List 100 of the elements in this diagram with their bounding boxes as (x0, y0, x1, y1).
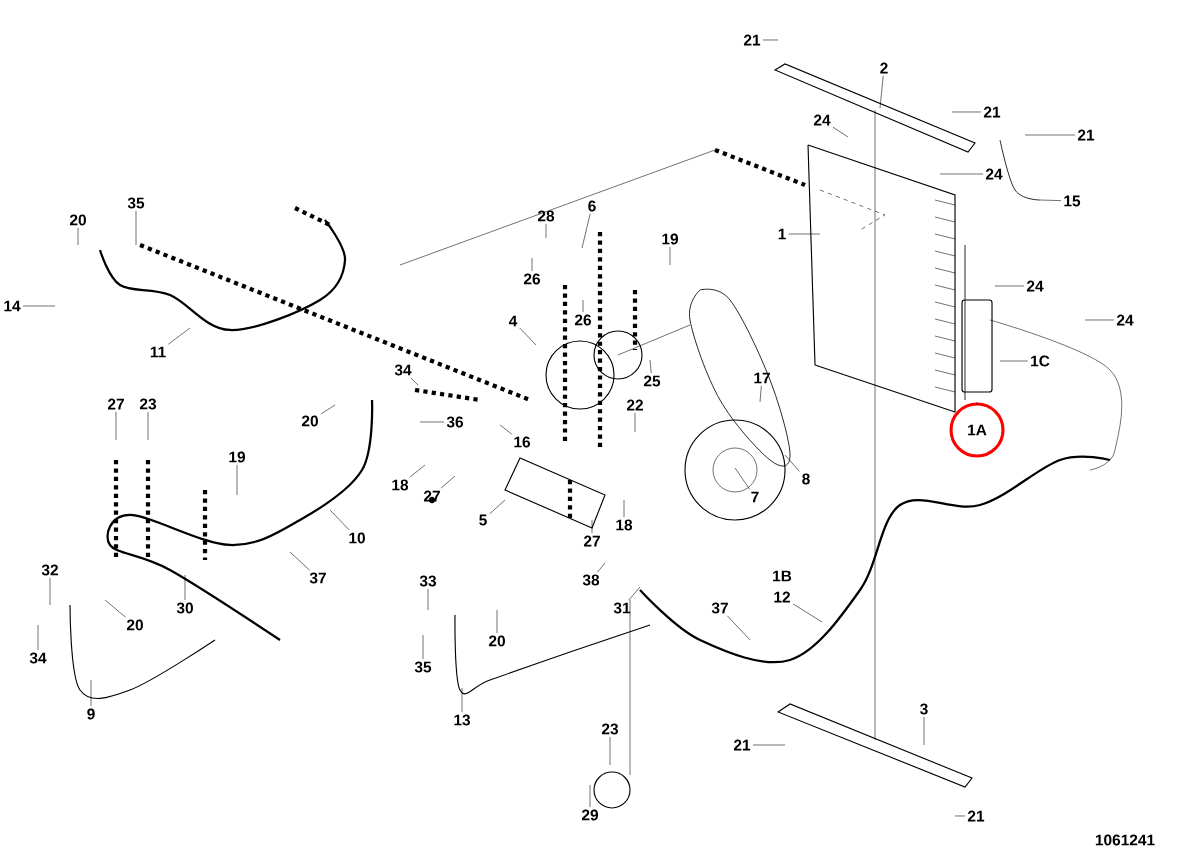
callout-number: 38 (582, 574, 600, 586)
callout-number: 25 (643, 375, 661, 387)
callout-number: 24 (1116, 314, 1134, 326)
callout-number: 17 (754, 372, 770, 384)
leader-line (115, 411, 117, 441)
leader-line (954, 815, 966, 817)
leader-line (792, 603, 823, 623)
callout-number: 35 (414, 661, 432, 673)
callout-number: 2 (880, 62, 888, 74)
leader-line (879, 75, 884, 109)
leader-line (289, 551, 310, 571)
leader-line (634, 412, 636, 433)
callout-number: 30 (176, 602, 193, 614)
callout-number: 1 (778, 228, 786, 240)
leader-line (329, 509, 350, 531)
leader-line (419, 421, 445, 423)
leader-line (727, 615, 751, 641)
leader-line (609, 736, 611, 766)
callout-number: 21 (983, 106, 1001, 118)
callout-number: 21 (743, 34, 761, 46)
callout-number: 15 (1064, 195, 1081, 207)
leader-line (531, 257, 533, 272)
callout-number: 13 (454, 714, 471, 726)
callout-number: 5 (479, 514, 487, 526)
callout-number: 20 (301, 415, 318, 427)
leader-line (832, 126, 849, 138)
leader-line (788, 233, 821, 235)
leader-line (994, 285, 1025, 287)
leader-line (784, 454, 800, 472)
callout-number: 21 (967, 810, 985, 822)
leader-line (496, 609, 498, 634)
leader-line (669, 246, 671, 266)
callout-number: 19 (229, 451, 246, 463)
callout-number: 3 (920, 703, 928, 715)
callout-number: 14 (4, 300, 21, 312)
callout-number: 24 (1026, 280, 1044, 292)
leader-line (320, 404, 336, 415)
callout-number: 27 (107, 398, 124, 410)
leader-line (545, 223, 547, 239)
callout-number: 8 (802, 473, 810, 485)
leader-line (581, 213, 591, 249)
callout-number: 34 (29, 652, 47, 664)
callout-number: 9 (87, 708, 95, 720)
leader-line (1024, 134, 1076, 136)
leader-line (422, 634, 424, 660)
leader-line (623, 499, 625, 518)
leader-line (168, 327, 191, 345)
leader-line (1039, 199, 1062, 201)
callout-number: 33 (419, 575, 437, 587)
callout-number: 27 (583, 535, 600, 547)
callout-number: 28 (537, 210, 555, 222)
callout-number: 16 (514, 436, 531, 448)
leader-line (184, 574, 186, 601)
callout-number: 19 (662, 233, 679, 245)
callout-number: 26 (523, 273, 541, 285)
leader-line (499, 424, 513, 435)
callout-number: 4 (508, 315, 518, 327)
leader-line (591, 519, 593, 534)
leader-line (22, 305, 56, 307)
callout-number: 34 (394, 364, 412, 376)
callout-number: 36 (446, 416, 464, 428)
leader-line (589, 784, 591, 808)
callout-number: 10 (349, 532, 365, 544)
leader-line (104, 599, 126, 618)
leader-line (582, 299, 584, 313)
leader-line (752, 744, 786, 746)
callout-number: 35 (127, 197, 145, 209)
leader-line (1084, 319, 1115, 321)
circled-callout-number: 1A (949, 402, 1005, 458)
callout-number: 23 (601, 723, 619, 735)
leader-line (519, 327, 537, 346)
leader-line (628, 586, 641, 601)
callout-number: 21 (733, 739, 751, 751)
callout-number: 20 (126, 619, 143, 631)
leader-line (597, 562, 606, 573)
callout-number: 26 (574, 314, 592, 326)
leader-line (440, 475, 456, 489)
leader-line (649, 359, 652, 374)
leader-line (759, 385, 762, 403)
leader-line (923, 716, 925, 746)
callout-number: 24 (985, 168, 1003, 180)
callout-number: 20 (488, 635, 505, 647)
callout-number: 37 (711, 602, 728, 614)
callout-number: 20 (69, 214, 86, 226)
leader-line (427, 588, 429, 611)
callout-number: 1C (1031, 355, 1050, 367)
callout-number: 7 (751, 491, 759, 503)
leader-line (147, 411, 149, 441)
leader-line (999, 360, 1028, 362)
callout-number: 29 (581, 809, 599, 821)
callout-number: 11 (150, 346, 166, 358)
leader-line (37, 624, 39, 651)
callout-number: 21 (1077, 129, 1095, 141)
callout-number: 18 (392, 479, 409, 491)
callout-number: 12 (774, 591, 790, 603)
leader-line (410, 377, 419, 386)
callout-number: 23 (139, 398, 157, 410)
leader-line (762, 39, 779, 41)
drawing-number: 1061241 (1095, 834, 1155, 846)
leader-line (734, 467, 750, 490)
